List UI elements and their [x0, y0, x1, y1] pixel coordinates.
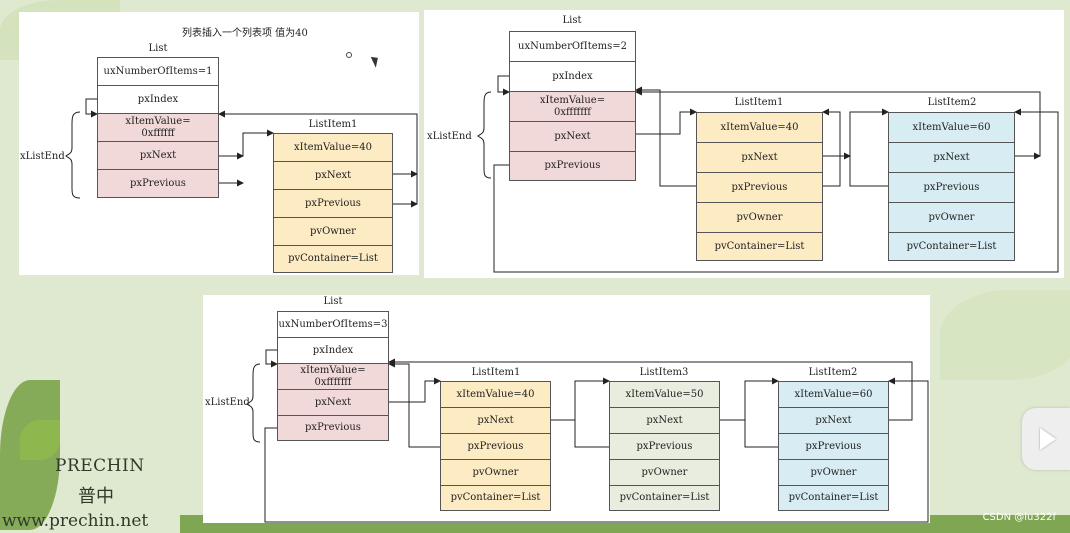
list-field: pxIndex [98, 86, 218, 114]
listitem-field: pxPrevious [274, 190, 392, 218]
listitem-field: pvContainer=List [441, 486, 550, 510]
panel-1-title: 列表插入一个列表项 值为40 [182, 28, 308, 39]
listitem-field: pxNext [441, 408, 550, 434]
listitem-field: xItemValue=40 [274, 134, 392, 162]
listitem-node: xItemValue=50 pxNext pxPrevious pvOwner … [609, 381, 720, 511]
list-end-field: xItemValue= 0xfffffff [278, 364, 388, 390]
brace [65, 111, 81, 199]
listitem-field: pvOwner [274, 218, 392, 246]
listitem-field: pvContainer=List [889, 233, 1014, 260]
list-label: List [562, 15, 582, 26]
listitem-field: xItemValue=60 [779, 382, 888, 408]
listitem-field: pvContainer=List [779, 486, 888, 510]
listitem-field: pvContainer=List [610, 486, 719, 510]
list-end-field: xItemValue= 0xffffff [98, 114, 218, 142]
connector-line [388, 360, 440, 448]
listitem-field: xItemValue=40 [697, 113, 822, 143]
list-field: uxNumberOfItems=1 [98, 58, 218, 86]
list-label: List [148, 43, 168, 54]
connector-line [551, 377, 610, 421]
listitem-field: pvOwner [889, 203, 1014, 233]
listitem-field: pvOwner [441, 460, 550, 486]
listitem-field: xItemValue=40 [441, 382, 550, 408]
connector-line [635, 86, 696, 187]
watermark-url: www.prechin.net [2, 511, 149, 531]
listitem-field: pvOwner [610, 460, 719, 486]
connector-line [242, 129, 274, 156]
connector-line [744, 420, 778, 448]
list-end-field: pxNext [98, 142, 218, 170]
listitem-label: ListItem3 [639, 367, 689, 378]
list-end-field: pxNext [278, 390, 388, 416]
listitem-field: pvOwner [779, 460, 888, 486]
listitem-field: pvOwner [697, 203, 822, 233]
connector-line [265, 349, 278, 368]
xlistend-label: xListEnd [20, 151, 65, 162]
listitem-field: pxNext [889, 143, 1014, 173]
listitem-field: pvContainer=List [274, 246, 392, 272]
list-end-field: xItemValue= 0xfffffff [510, 92, 635, 122]
listitem-field: xItemValue=50 [610, 382, 719, 408]
brace [246, 363, 261, 443]
list-label: List [323, 296, 343, 307]
connector-line [849, 156, 888, 187]
listitem-label: ListItem1 [734, 97, 784, 108]
listitem-node: xItemValue=60 pxNext pxPrevious pvOwner … [888, 112, 1015, 261]
stray-dot [346, 52, 352, 58]
listitem-label: ListItem1 [308, 119, 358, 130]
listitem-field: pxPrevious [441, 434, 550, 460]
listitem-field: pxPrevious [697, 173, 822, 203]
connector-line [635, 88, 1041, 156]
listitem-field: pxNext [779, 408, 888, 434]
list-node: uxNumberOfItems=3 pxIndex xItemValue= 0x… [277, 311, 389, 441]
list-end-field: pxPrevious [510, 152, 635, 180]
connector-line [822, 108, 841, 187]
list-end-field: pxNext [510, 122, 635, 152]
watermark-brand: PRECHIN [55, 456, 145, 476]
list-field: uxNumberOfItems=3 [278, 312, 388, 338]
listitem-field: pxPrevious [610, 434, 719, 460]
listitem-label: ListItem2 [927, 97, 977, 108]
brace [477, 91, 492, 179]
connector-line [574, 420, 609, 448]
listitem-field: pxNext [610, 408, 719, 434]
listitem-field: pxNext [274, 162, 392, 190]
connector-line [636, 108, 697, 135]
connector-line [264, 377, 929, 523]
connector-line [388, 358, 913, 421]
list-field: uxNumberOfItems=2 [510, 32, 635, 62]
watermark-brand-cn: 普中 [78, 486, 114, 507]
listitem-field: pxNext [697, 143, 822, 173]
connector-line [218, 110, 418, 204]
list-end-field: pxPrevious [98, 170, 218, 197]
connector-line [85, 98, 98, 118]
list-node: uxNumberOfItems=2 pxIndex xItemValue= 0x… [509, 31, 636, 181]
xlistend-label: xListEnd [427, 131, 472, 142]
listitem-label: ListItem1 [471, 367, 521, 378]
connector-line [493, 108, 1059, 273]
listitem-node: xItemValue=60 pxNext pxPrevious pvOwner … [778, 381, 889, 511]
connector-line [720, 377, 779, 421]
credit-text: CSDN @lu322f [982, 512, 1056, 523]
xlistend-label: xListEnd [205, 397, 250, 408]
listitem-field: xItemValue=60 [889, 113, 1014, 143]
listitem-node: xItemValue=40 pxNext pxPrevious pvOwner … [440, 381, 551, 511]
listitem-field: pxPrevious [779, 434, 888, 460]
listitem-field: pvContainer=List [697, 233, 822, 260]
list-field: pxIndex [510, 62, 635, 92]
play-button[interactable] [1022, 408, 1070, 470]
list-node: uxNumberOfItems=1 pxIndex xItemValue= 0x… [97, 57, 219, 198]
listitem-label: ListItem2 [808, 367, 858, 378]
listitem-node: xItemValue=40 pxNext pxPrevious pvOwner … [696, 112, 823, 261]
connector-line [497, 75, 510, 96]
listitem-field: pxPrevious [889, 173, 1014, 203]
connector-line [389, 377, 441, 403]
list-field: pxIndex [278, 338, 388, 364]
list-end-field: pxPrevious [278, 416, 388, 440]
listitem-node: xItemValue=40 pxNext pxPrevious pvOwner … [273, 133, 393, 273]
connector-line [849, 108, 889, 156]
